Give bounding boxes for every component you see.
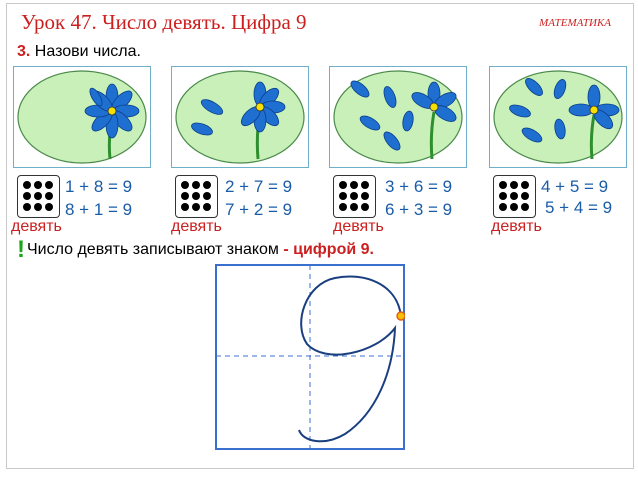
picture-card-4 [489,66,627,168]
slide: Урок 47. Число девять. Цифра 9 МАТЕМАТИК… [6,3,634,469]
equation-3a: 3 + 6 = 9 [385,177,453,196]
task-number: 3. [17,43,31,60]
word-label-3: девять [333,218,384,235]
equation-1b: 8 + 1 = 9 [65,200,133,219]
flower-icon [333,70,463,164]
picture-card-1 [13,66,151,168]
task-text: Назови числа. [34,43,141,60]
equation-4b: 5 + 4 = 9 [545,198,613,217]
equation-2a: 2 + 7 = 9 [225,177,293,196]
rule-text: Число девять записывают знаком [27,241,284,258]
flower-icon [17,70,147,164]
equation-2b: 7 + 2 = 9 [225,200,293,219]
exclamation-mark: ! [17,236,25,263]
dice-nine-icon [493,175,536,218]
flower-icon [493,70,623,164]
subject-label: МАТЕМАТИКА [539,17,611,29]
task-heading: 3. Назови числа. [17,43,141,61]
page-title: Урок 47. Число девять. Цифра 9 [21,10,307,34]
dice-nine-icon [17,175,60,218]
dice-nine-icon [333,175,376,218]
picture-card-2 [171,66,309,168]
word-label-4: девять [491,218,542,235]
equation-4a: 4 + 5 = 9 [541,177,609,196]
rule-dash: - [283,241,289,258]
rule-note: !Число девять записывают знаком - цифрой… [17,236,374,264]
word-label-2: девять [171,218,222,235]
flower-icon [175,70,305,164]
equation-1a: 1 + 8 = 9 [65,177,133,196]
word-label-1: девять [11,218,62,235]
picture-card-3 [329,66,467,168]
rule-highlight: цифрой 9. [288,241,374,258]
dice-nine-icon [175,175,218,218]
equation-3b: 6 + 3 = 9 [385,200,453,219]
digit-nine-tracing [215,264,406,450]
